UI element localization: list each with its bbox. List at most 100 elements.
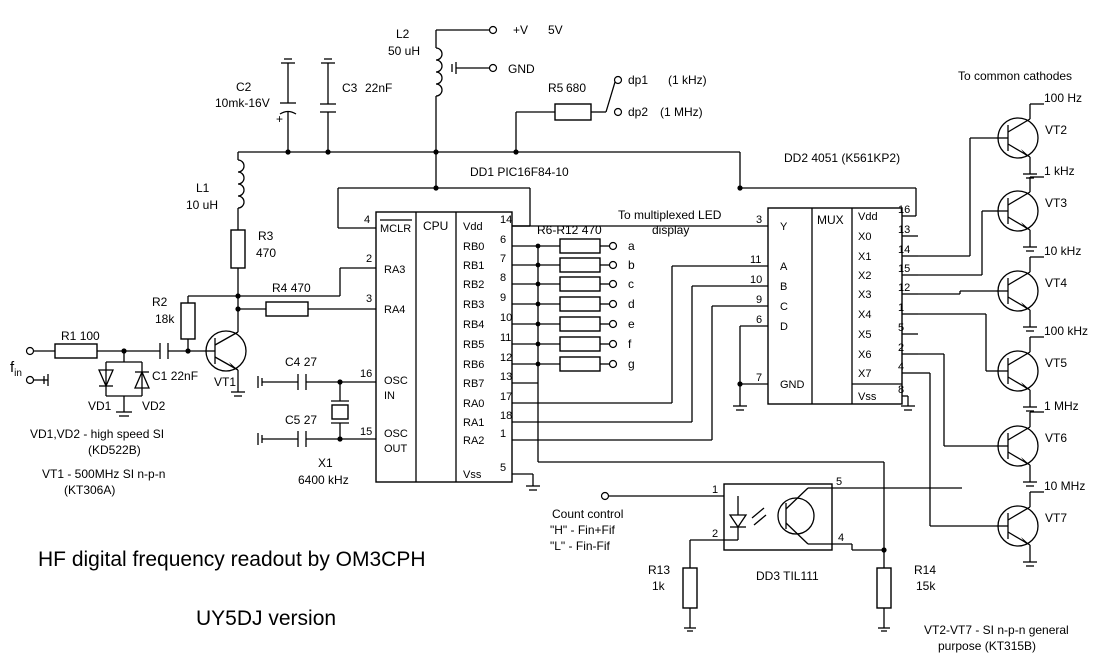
resistor-r13: R13 1k bbox=[648, 563, 698, 632]
dd2-pin-x3: X3 bbox=[858, 289, 871, 301]
dd1-pin-num: 4 bbox=[364, 214, 370, 226]
dd1-pin-osc-out: OSC bbox=[384, 428, 408, 440]
segment-label-a: a bbox=[628, 239, 635, 253]
segment-resistor bbox=[559, 238, 601, 254]
transistor-vt1: VT1 bbox=[205, 330, 247, 397]
dd1-pin-rb5: RB5 bbox=[463, 339, 484, 351]
resistor-r5: R5 680 dp1 (1 kHz) dp2 (1 MHz) bbox=[515, 73, 707, 152]
dd2-pin-num: 16 bbox=[898, 204, 910, 216]
transistor-ref: VT7 bbox=[1045, 511, 1067, 525]
l2-value: 50 uH bbox=[388, 44, 420, 58]
count-control-title: Count control bbox=[552, 507, 623, 521]
transistor-range: 10 MHz bbox=[1044, 479, 1085, 493]
dp2-note: (1 MHz) bbox=[660, 105, 703, 119]
r14-ref: R14 bbox=[914, 563, 936, 577]
dd1-pin-num: 17 bbox=[500, 391, 512, 403]
note-vt-line2: purpose (KT315B) bbox=[938, 639, 1036, 653]
transistor-range: 1 MHz bbox=[1044, 399, 1079, 413]
dd2-pin-x4: X4 bbox=[858, 309, 871, 321]
dd1-pin-num: 16 bbox=[360, 368, 372, 380]
dd2-pin-num: 4 bbox=[898, 361, 904, 373]
dd1-pin-vss: Vss bbox=[463, 469, 482, 481]
dd3-pin-4: 4 bbox=[838, 532, 844, 544]
vt1-label: VT1 bbox=[214, 375, 236, 389]
r5-value: 680 bbox=[566, 81, 586, 95]
led-display-line2: display bbox=[652, 223, 689, 237]
dd2-pin-x6: X6 bbox=[858, 349, 871, 361]
fin-label: fin bbox=[10, 359, 22, 379]
transistor-ref: VT3 bbox=[1045, 196, 1067, 210]
input-stage: R1 100 fin C1 22nF VD1 VD2 bbox=[10, 329, 205, 417]
segment-terminal bbox=[608, 279, 618, 289]
r4-label: R4 470 bbox=[272, 281, 311, 295]
count-control-l: "L" - Fin-Fif bbox=[550, 539, 611, 553]
c3-value: 22nF bbox=[365, 81, 392, 95]
dd2-pin-x1: X1 bbox=[858, 251, 871, 263]
dd2-pin-x0: X0 bbox=[858, 231, 871, 243]
transistor-ref: VT2 bbox=[1045, 123, 1067, 137]
segment-resistor bbox=[559, 316, 601, 332]
optocoupler-dd3: 1 2 5 4 DD3 TIL111 bbox=[600, 476, 962, 583]
dd1-pin-ra0: RA0 bbox=[463, 398, 484, 410]
r5-ref: R5 bbox=[548, 81, 564, 95]
dd1-pin-mclr: MCLR bbox=[380, 223, 411, 235]
inductor-l2: L2 50 uH +V 5V GND bbox=[388, 23, 563, 152]
dd2-pin-b: B bbox=[780, 281, 787, 293]
ic-dd1: DD1 PIC16F84-10 CPU 4 MCLR 2 RA3 3 RA4 1… bbox=[360, 165, 569, 491]
dd1-pin-rb2: RB2 bbox=[463, 279, 484, 291]
x1-value: 6400 kHz bbox=[298, 473, 349, 487]
mux-output-wiring bbox=[918, 137, 996, 527]
dd1-cpu: CPU bbox=[423, 219, 448, 233]
l1-ref: L1 bbox=[196, 181, 210, 195]
dd2-pin-d: D bbox=[780, 321, 788, 333]
dd1-pin-rb6: RB6 bbox=[463, 359, 484, 371]
transistor-range: 100 Hz bbox=[1044, 91, 1082, 105]
dd1-pin-num: 2 bbox=[366, 253, 372, 265]
segment-terminal bbox=[608, 319, 618, 329]
r2-value: 18k bbox=[155, 312, 175, 326]
notes: VD1,VD2 - high speed SI (KD522B) VT1 - 5… bbox=[30, 427, 1069, 653]
dd2-pin-num: 2 bbox=[898, 342, 904, 354]
dd1-pin-num: 9 bbox=[500, 292, 506, 304]
dd1-pin-ra1: RA1 bbox=[463, 417, 484, 429]
power-rail bbox=[238, 149, 917, 229]
dd1-pin-rb0: RB0 bbox=[463, 241, 484, 253]
dd3-title: DD3 TIL111 bbox=[756, 569, 819, 583]
dd1-pin-num: 13 bbox=[500, 371, 512, 383]
dd2-pin-x7: X7 bbox=[858, 368, 871, 380]
dd1-title: DD1 PIC16F84-10 bbox=[470, 165, 569, 179]
dd2-pin-x5: X5 bbox=[858, 329, 871, 341]
transistor-range: 100 kHz bbox=[1044, 324, 1088, 338]
segment-resistor bbox=[559, 296, 601, 312]
segment-label-c: c bbox=[628, 277, 634, 291]
vd2-label: VD2 bbox=[142, 399, 166, 413]
r14-value: 15k bbox=[916, 579, 936, 593]
dp1-note: (1 kHz) bbox=[668, 73, 707, 87]
dd1-pin-rb3: RB3 bbox=[463, 299, 484, 311]
x1-ref: X1 bbox=[318, 456, 333, 470]
dd1-pin-num: 11 bbox=[500, 332, 511, 344]
dd1-pin-num: 5 bbox=[500, 462, 506, 474]
dd2-pin-num: 10 bbox=[750, 274, 762, 286]
dd2-pin-vdd: Vdd bbox=[858, 211, 878, 223]
c2-ref: C2 bbox=[236, 80, 252, 94]
r13-ref: R13 bbox=[648, 563, 670, 577]
count-control: Count control "H" - Fin+Fif "L" - Fin-Fi… bbox=[550, 507, 623, 553]
dd2-pin-num: 12 bbox=[898, 282, 910, 294]
dd2-pin-num: 5 bbox=[898, 322, 904, 334]
c4-label: C4 27 bbox=[285, 355, 317, 369]
vplus-label: +V bbox=[513, 23, 528, 37]
note-vt-line1: VT2-VT7 - SI n-p-n general bbox=[924, 623, 1069, 637]
dd2-pin-num: 15 bbox=[898, 263, 910, 275]
transistor-ref: VT4 bbox=[1045, 276, 1067, 290]
segment-label-b: b bbox=[628, 258, 635, 272]
dd1-pin-vdd: Vdd bbox=[463, 221, 483, 233]
led-display-line1: To multiplexed LED bbox=[618, 208, 722, 222]
dd3-pin-5: 5 bbox=[836, 476, 842, 488]
